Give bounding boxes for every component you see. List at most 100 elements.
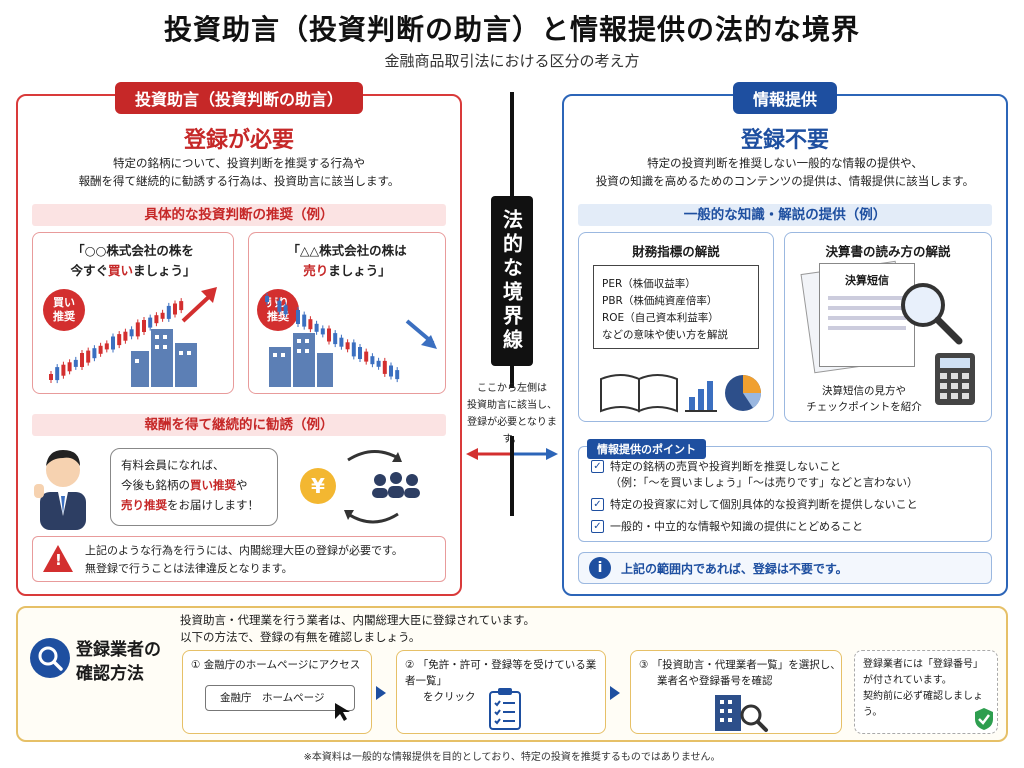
fsa-homepage-link[interactable]: 金融庁 ホームページ <box>205 685 355 711</box>
checkbox-icon: ✓ <box>591 498 604 511</box>
falling-candlestick-chart-icon <box>265 293 437 387</box>
candle-body <box>111 336 115 350</box>
building-search-icon <box>715 695 768 732</box>
buy-quote: 「○○株式会社の株を 今すぐ買いましょう」 <box>33 241 233 281</box>
information-provision-tab: 情報提供 <box>732 82 838 114</box>
financial-indicators-title: 財務指標の解説 <box>632 244 720 259</box>
candle-body <box>265 296 269 302</box>
whiteboard: PER（株価収益率） PBR（株価純資産倍率） ROE（自己資本利益率） などの… <box>593 265 759 349</box>
step-3-text-1: 「投資助言・代理業者一覧」を選択し、 <box>651 659 841 671</box>
point-row: ✓ 一般的・中立的な情報や知識の提供にとどめること <box>591 519 863 535</box>
buy-badge-l1: 買い <box>53 296 75 309</box>
candle-body <box>160 312 165 319</box>
checkbox-icon: ✓ <box>591 520 604 533</box>
doc-line <box>828 306 906 310</box>
check-method-title-2: 確認方法 <box>76 664 144 684</box>
investment-advice-tab: 投資助言（投資判断の助言） <box>114 82 364 114</box>
search-icon <box>30 638 70 678</box>
candle-body <box>296 310 300 324</box>
info-note-box: i 上記の範囲内であれば、登録は不要です。 <box>578 552 992 584</box>
candle-body <box>117 334 122 346</box>
candle-body <box>283 305 288 315</box>
candle-body <box>104 343 109 350</box>
step-1: ① 金融庁のホームページにアクセス 金融庁 ホームページ <box>182 650 372 734</box>
check-intro: 投資助言・代理業を行う業者は、内閣総理大臣に登録されています。 以下の方法で、登… <box>180 612 535 646</box>
magnifier-icon <box>901 283 963 345</box>
calculator-icon <box>935 353 975 405</box>
candle-body <box>389 365 393 377</box>
check-intro-1: 投資助言・代理業を行う業者は、内閣総理大臣に登録されています。 <box>180 613 536 627</box>
candle-body <box>92 348 97 359</box>
candle-body <box>67 362 72 372</box>
doc-line <box>828 316 906 320</box>
point-1-line2: （例：「～を買いましょう」「～は売りです」などと言わない） <box>610 476 918 489</box>
note-line1: 登録業者には「登録番号」 <box>863 659 983 670</box>
candle-body <box>271 296 276 310</box>
info-description-1: 特定の投資判断を推奨しない一般的な情報の提供や、 <box>647 156 923 170</box>
candle-body <box>382 360 387 374</box>
step-1-number: ① <box>191 659 201 671</box>
note-line3: 契約前に必ず確認しましょう。 <box>863 691 983 718</box>
point-1-line1: 特定の銘柄の売買や投資判断を推奨しないこと <box>610 460 841 473</box>
general-knowledge-band: 一般的な知識・解説の提供（例） <box>578 204 992 226</box>
step-3-label: ③ 「投資助言・代理業者一覧」を選択し、 業者名や登録番号を確認 <box>639 657 841 689</box>
candle-body <box>333 333 338 345</box>
registration-number-note: 登録業者には「登録番号」 が付されています。 契約前に必ず確認しましょう。 <box>854 650 998 734</box>
candle-body <box>351 342 356 357</box>
candle-body <box>339 337 344 347</box>
specific-recommendation-band: 具体的な投資判断の推奨（例） <box>32 204 446 226</box>
warning-line1: 上記のような行為を行うには、内閣総理大臣の登録が必要です。 <box>85 544 403 557</box>
step-arrow-icon <box>610 686 620 700</box>
candle-body <box>370 356 375 365</box>
sell-highlight: 売り <box>303 263 329 278</box>
boundary-note-2: 投資助言に該当し、 <box>467 400 557 411</box>
advice-description-1: 特定の銘柄について、投資判断を推奨する行為や <box>112 156 366 170</box>
information-provision-panel: 情報提供 登録不要 特定の投資判断を推奨しない一般的な情報の提供や、 投資の知識… <box>562 82 1008 596</box>
info-description-2: 投資の知識を高めるためのコンテンツの提供は、情報提供に該当します。 <box>595 174 975 188</box>
indicator-usage: などの意味や使い方を解説 <box>602 329 728 341</box>
speech-text-b: や <box>236 478 248 492</box>
info-points-box: 情報提供のポイント ✓ 特定の銘柄の売買や投資判断を推奨しないこと （例：「～を買… <box>578 439 992 542</box>
step-2-text-2: をクリック <box>423 691 476 703</box>
speech-text-c: をお届けします！ <box>167 498 259 512</box>
point-2-line1: 特定の投資家に対して個別具体的な投資判断を提供しないこと <box>610 498 918 511</box>
candle-body <box>173 303 177 315</box>
step-1-label: ① 金融庁のホームページにアクセス <box>191 657 360 673</box>
info-icon: i <box>589 557 611 579</box>
boundary-line-lower <box>510 436 514 516</box>
warning-line2: 無登録で行うことは法律違反となります。 <box>85 562 293 575</box>
candle-body <box>314 323 319 332</box>
financial-statement-title: 決算書の読み方の解説 <box>825 244 951 259</box>
candle-body <box>123 331 128 341</box>
boundary-note-1: ここから左側は <box>477 383 547 394</box>
candle-body <box>148 317 153 328</box>
continuous-solicitation-band: 報酬を得て継続的に勧誘（例） <box>32 414 446 436</box>
warning-icon-mark: ! <box>55 551 62 569</box>
buy-quote-line1: 「○○株式会社の株を <box>72 243 194 258</box>
buy-badge: 買い推奨 <box>43 289 85 331</box>
candle-body <box>80 353 84 367</box>
candle-body <box>395 370 400 380</box>
step-2-number: ② <box>405 659 415 671</box>
financial-statement-card: 決算書の読み方の解説 決算短信 決算短信の見方や チェックポイントを紹介 <box>784 232 992 422</box>
boundary-arrows-icon <box>466 448 558 460</box>
candle-body <box>289 309 294 317</box>
candle-body <box>86 350 91 363</box>
candle-body <box>277 300 282 312</box>
check-intro-2: 以下の方法で、登録の有無を確認しましょう。 <box>180 630 421 644</box>
earnings-report-document: 決算短信 <box>819 263 915 367</box>
info-points-title: 情報提供のポイント <box>587 439 706 459</box>
step-arrow-icon <box>376 686 386 700</box>
checkbox-icon: ✓ <box>591 460 604 473</box>
candle-body <box>55 367 60 381</box>
candle-body <box>73 359 78 367</box>
candle-body <box>166 305 171 319</box>
candle-body <box>376 360 381 367</box>
info-note-text: 上記の範囲内であれば、登録は不要です。 <box>621 562 848 576</box>
cursor-icon <box>335 703 350 721</box>
investment-advice-panel: 投資助言（投資判断の助言） 登録が必要 特定の銘柄について、投資判断を推奨する行… <box>16 82 462 596</box>
buy-quote-text: 今すぐ <box>70 263 108 278</box>
speech-line3: 売り推奨をお届けします！ <box>121 495 267 515</box>
page-title: 投資助言（投資判断の助言）と情報提供の法的な境界 <box>163 13 860 46</box>
step-2-text-1: 「免許・許可・登録等を受けている業者一覧」 <box>405 659 597 687</box>
